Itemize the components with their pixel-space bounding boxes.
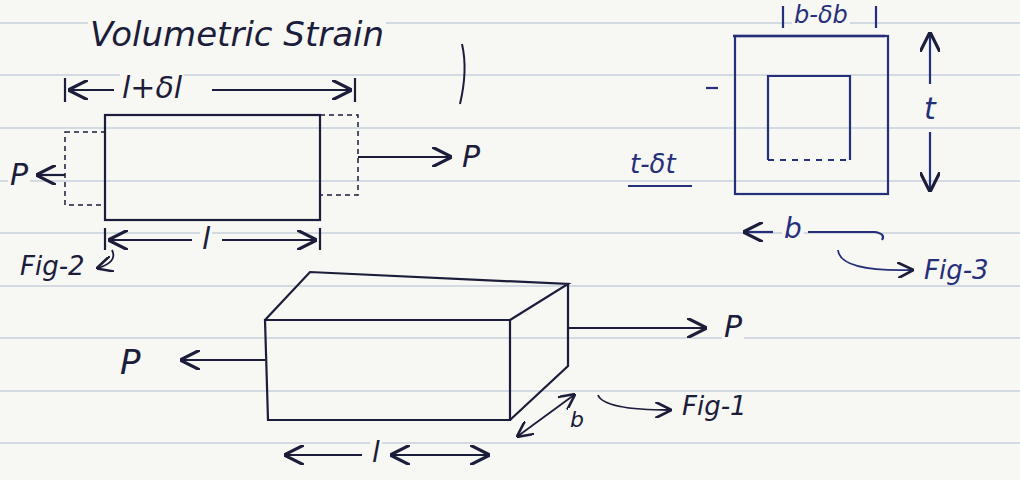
load-label: P xyxy=(118,344,143,381)
dimension-label: l+δl xyxy=(120,71,184,104)
fig1-prism xyxy=(182,272,705,455)
diagram-title: Volumetric Strain xyxy=(88,16,386,53)
fig2-bar xyxy=(38,78,450,268)
dimension-label: t-δt xyxy=(628,150,678,179)
figure-label: Fig-1 xyxy=(680,392,749,421)
load-label: P xyxy=(8,158,30,191)
figure-label: Fig-3 xyxy=(922,256,991,285)
dimension-label: l xyxy=(370,438,382,469)
ruled-lines xyxy=(0,23,1020,443)
load-label: P xyxy=(460,140,482,173)
dimension-label: b xyxy=(568,408,586,432)
dimension-label: b-δb xyxy=(792,2,850,28)
load-label: P xyxy=(722,310,744,343)
fig3-section xyxy=(628,6,930,270)
dimension-label: t xyxy=(922,92,938,125)
dimension-label: b xyxy=(782,214,804,245)
title-stroke xyxy=(460,44,465,104)
figure-label: Fig-2 xyxy=(18,252,87,281)
dimension-label: l xyxy=(200,222,212,255)
